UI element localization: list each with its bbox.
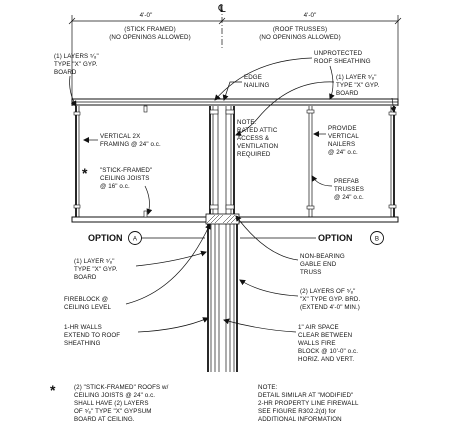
- callout-one-hr: 1-HR WALLS EXTEND TO ROOF SHEATHING: [64, 324, 120, 347]
- callout-note-attic: NOTE: RATED ATTIC ACCESS & VENTILATION R…: [237, 119, 278, 158]
- footnote-line4: OF ⁵⁄₈" TYPE "X" GYPSUM: [74, 408, 152, 415]
- callout-one-hr-line3: SHEATHING: [64, 340, 101, 347]
- label-no-openings-right: (NO OPENINGS ALLOWED): [259, 34, 341, 41]
- callout-note-attic-line3: ACCESS &: [237, 135, 270, 142]
- callout-gyp-right-top: (1) LAYER ⁵⁄₈" TYPE "X" GYP. BOARD: [336, 74, 380, 97]
- callout-air-space: 1" AIR SPACE CLEAR BETWEEN WALLS FIRE BL…: [298, 324, 358, 363]
- option-a-letter: A: [133, 236, 138, 243]
- callout-fireblock-line2: CEILING LEVEL: [64, 304, 111, 311]
- note-line2: DETAIL SIMILAR AT "MODIFIED": [258, 392, 353, 399]
- option-b-letter: B: [375, 236, 379, 243]
- callout-gyp-two-line2: "X" TYPE GYP. BRD.: [300, 296, 360, 303]
- callout-stick-framed-joists: * "STICK-FRAMED" CEILING JOISTS @ 16" o.…: [82, 165, 152, 190]
- footnote-line1: (2) "STICK-FRAMED" ROOFS w/: [74, 384, 169, 391]
- callout-note-attic-line4: VENTILATION: [237, 143, 278, 150]
- callout-gyp-left-line3: BOARD: [54, 69, 77, 76]
- asterisk-marker-top: *: [82, 165, 88, 181]
- callout-vertical-2x-line1: VERTICAL 2X: [100, 133, 140, 140]
- note-line5: ADDITIONAL INFORMATION: [258, 416, 342, 423]
- note-line1: NOTE:: [258, 384, 278, 391]
- callout-air-line5: HORIZ. AND VERT.: [298, 356, 354, 363]
- callout-gyp-left-mid-line1: (1) LAYER ⁵⁄₈": [74, 258, 115, 265]
- note-line4: SEE FIGURE R302.2(d) for: [258, 408, 336, 415]
- callout-gyp-two: (2) LAYERS OF ⁵⁄₈" "X" TYPE GYP. BRD. (E…: [300, 288, 360, 311]
- callout-vertical-2x-line2: FRAMING @ 24" o.c.: [100, 141, 161, 148]
- callout-stick-line2: CEILING JOISTS: [100, 175, 150, 182]
- callout-gyp-two-line3: (EXTEND 4'-0" MIN.): [300, 304, 360, 311]
- callout-gyp-left-line2: TYPE "X" GYP.: [54, 61, 98, 68]
- callout-air-line3: WALLS FIRE: [298, 340, 336, 347]
- callout-gyp-right-line1: (1) LAYER ⁵⁄₈": [336, 74, 377, 81]
- callout-nailers-line2: VERTICAL: [328, 133, 359, 140]
- callout-one-hr-line1: 1-HR WALLS: [64, 324, 102, 331]
- callout-air-line1: 1" AIR SPACE: [298, 324, 339, 331]
- callout-edge-nailing-line1: EDGE: [244, 74, 262, 81]
- callout-vertical-2x: VERTICAL 2X FRAMING @ 24" o.c.: [100, 133, 161, 148]
- callout-gyp-left-line1: (1) LAYERS ⁵⁄₈": [54, 53, 99, 60]
- callout-gyp-left-mid: (1) LAYER ⁵⁄₈" TYPE "X" GYP. BOARD: [74, 258, 118, 281]
- dimension-right: 4'-0": [304, 12, 317, 19]
- callout-unprotected-line1: UNPROTECTED: [314, 50, 363, 57]
- option-b: OPTION B: [240, 231, 384, 245]
- callout-stick-line3: @ 16" o.c.: [100, 183, 130, 190]
- callout-gable-line3: TRUSS: [300, 269, 321, 276]
- callout-nailers-line3: NAILERS: [328, 141, 355, 148]
- callout-gyp-left-mid-line2: TYPE "X" GYP.: [74, 266, 118, 273]
- top-labels: (STICK FRAMED) (NO OPENINGS ALLOWED) (RO…: [109, 26, 341, 41]
- asterisk-marker-footnote: *: [50, 382, 56, 398]
- callout-vertical-nailers: PROVIDE VERTICAL NAILERS @ 24" o.c.: [328, 125, 359, 156]
- callout-nailers-line4: @ 24" o.c.: [328, 149, 358, 156]
- note-line3: 2-HR PROPERTY LINE FIREWALL: [258, 400, 359, 407]
- callout-edge-nailing-line2: NAILING: [244, 82, 270, 89]
- callout-unprotected-line2: ROOF SHEATHING: [314, 58, 371, 65]
- centerline-symbol: ℄: [217, 2, 225, 15]
- callout-one-hr-line2: EXTEND TO ROOF: [64, 332, 120, 339]
- callout-note-attic-line1: NOTE:: [237, 119, 257, 126]
- callout-air-line2: CLEAR BETWEEN: [298, 332, 352, 339]
- dimension-left: 4'-0": [140, 12, 153, 19]
- left-bay-framing: [73, 105, 148, 218]
- callout-air-line4: BLOCK @ 10'-0" o.c.: [298, 348, 358, 355]
- callout-gyp-right-line3: BOARD: [336, 90, 359, 97]
- callout-prefab-line2: TRUSSES: [334, 186, 364, 193]
- dimension-line: 4'-0" 4'-0" ℄: [68, 2, 402, 106]
- callout-prefab: PREFAB TRUSSES @ 24" o.c.: [334, 178, 364, 201]
- callout-edge-nailing: EDGE NAILING: [244, 74, 270, 89]
- callout-note-attic-line5: REQUIRED: [237, 151, 271, 158]
- callout-fireblock-line1: FIREBLOCK @: [64, 296, 108, 303]
- footnote-line3: SHALL HAVE (2) LAYERS: [74, 400, 149, 407]
- callout-unprotected: UNPROTECTED ROOF SHEATHING: [314, 50, 371, 65]
- callout-gable-line2: GABLE END: [300, 261, 337, 268]
- option-a: OPTION A: [88, 231, 205, 245]
- label-no-openings-left: (NO OPENINGS ALLOWED): [109, 34, 191, 41]
- option-a-label: OPTION: [88, 233, 123, 243]
- callout-gyp-left: (1) LAYERS ⁵⁄₈" TYPE "X" GYP. BOARD: [54, 53, 99, 76]
- callout-stick-line1: "STICK-FRAMED": [100, 167, 152, 174]
- footnote-line2: CEILING JOISTS @ 24" o.c.: [74, 392, 155, 399]
- callout-nailers-line1: PROVIDE: [328, 125, 357, 132]
- note-block: NOTE: DETAIL SIMILAR AT "MODIFIED" 2-HR …: [258, 384, 359, 423]
- callout-gyp-right-line2: TYPE "X" GYP.: [336, 82, 380, 89]
- footnote: * (2) "STICK-FRAMED" ROOFS w/ CEILING JO…: [50, 382, 169, 423]
- callout-fireblock: FIREBLOCK @ CEILING LEVEL: [64, 296, 111, 311]
- fire-wall-lower: [205, 213, 240, 372]
- callout-gable-line1: NON-BEARING: [300, 253, 345, 260]
- label-roof-trusses: (ROOF TRUSSES): [273, 26, 327, 33]
- callout-prefab-line3: @ 24" o.c.: [334, 194, 364, 201]
- label-stick-framed: (STICK FRAMED): [124, 26, 176, 33]
- callout-gable: NON-BEARING GABLE END TRUSS: [300, 253, 345, 276]
- callout-prefab-line1: PREFAB: [334, 178, 359, 185]
- right-bay-framing: [306, 106, 397, 217]
- roof-sheathing: [71, 98, 399, 106]
- footnote-line5: BOARD AT CEILING.: [74, 416, 135, 423]
- option-b-label: OPTION: [318, 233, 353, 243]
- fire-wall-upper: [209, 106, 235, 217]
- callout-gyp-two-line1: (2) LAYERS OF ⁵⁄₈": [300, 288, 355, 295]
- callout-note-attic-line2: RATED ATTIC: [237, 127, 278, 134]
- callout-gyp-left-mid-line3: BOARD: [74, 274, 97, 281]
